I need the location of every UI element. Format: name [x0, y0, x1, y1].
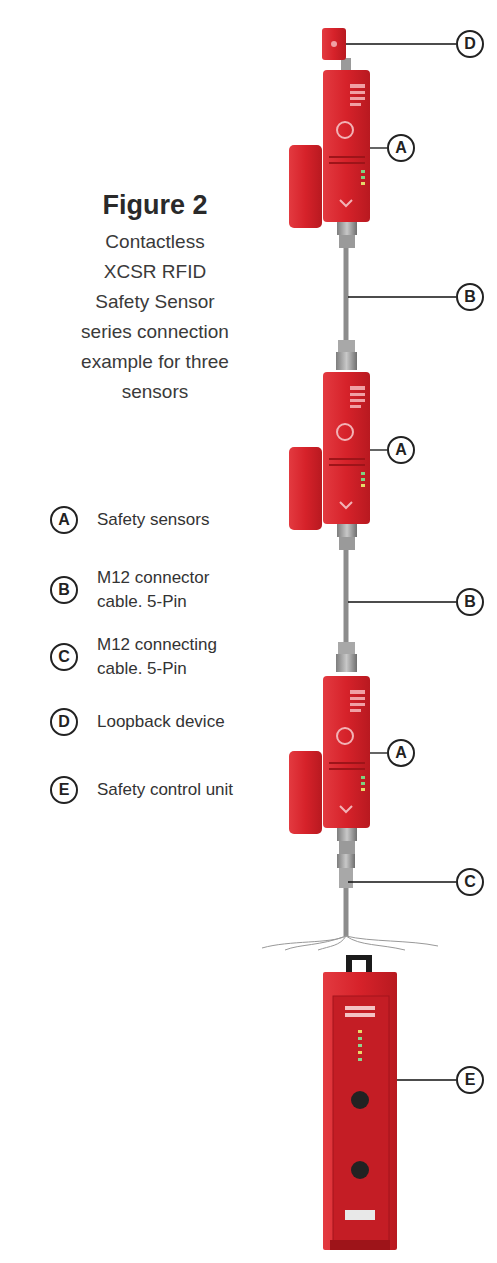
safety-control-unit	[330, 1240, 390, 1250]
legend-text: Safety control unit	[97, 778, 287, 802]
m12-connecting-cable	[337, 854, 355, 868]
callout-letter: D	[50, 708, 78, 736]
legend-text: M12 connecting cable. 5-Pin	[97, 633, 247, 681]
leader-line	[348, 881, 456, 882]
callout-letter: D	[456, 30, 484, 58]
safety-control-unit	[358, 1058, 362, 1061]
m12-connecting-cable	[262, 936, 346, 948]
m12-connecting-cable	[318, 936, 346, 950]
safety-control-unit	[345, 1013, 375, 1017]
safety-control-unit	[351, 1161, 369, 1179]
safety-sensor	[289, 372, 370, 550]
figure-caption: Contactless XCSR RFID Safety Sensor seri…	[80, 227, 230, 407]
safety-sensor	[289, 676, 370, 854]
m12-connecting-cable	[262, 854, 438, 950]
safety-control-unit	[358, 1037, 362, 1040]
safety-control-unit	[358, 1051, 362, 1054]
leader-line	[346, 43, 456, 44]
leader-line	[348, 601, 456, 602]
legend-text: Loopback device	[97, 710, 267, 734]
callout-letter: E	[456, 1066, 484, 1094]
safety-sensor	[289, 70, 370, 248]
m12-connecting-cable	[285, 936, 346, 950]
leader-line	[397, 1079, 456, 1080]
callout-letter: A	[387, 134, 415, 162]
leader-line	[370, 752, 387, 753]
leader-line	[348, 296, 456, 297]
m12-connecting-cable	[339, 868, 353, 888]
leader-line	[370, 147, 387, 148]
safety-control-unit	[323, 972, 397, 1250]
callout-letter: C	[50, 643, 78, 671]
loopback-device	[322, 28, 351, 70]
safety-control-unit	[345, 1210, 375, 1220]
safety-control-unit	[323, 955, 397, 1250]
callout-letter: C	[456, 868, 484, 896]
callout-letter: B	[456, 588, 484, 616]
safety-control-unit	[352, 960, 366, 972]
safety-control-unit	[351, 1091, 369, 1109]
callout-letter: B	[50, 576, 78, 604]
m12-connector-cable	[336, 550, 357, 672]
safety-control-unit	[358, 1030, 362, 1033]
safety-control-unit	[358, 1044, 362, 1047]
figure-title: Figure 2	[85, 190, 225, 221]
callout-letter: A	[387, 739, 415, 767]
leader-line	[370, 449, 387, 450]
callout-letter: A	[387, 436, 415, 464]
legend-text: M12 connector cable. 5-Pin	[97, 566, 247, 614]
loopback-device	[322, 28, 346, 60]
legend-text: Safety sensors	[97, 508, 267, 532]
callout-letter: A	[50, 506, 78, 534]
callout-letter: E	[50, 776, 78, 804]
safety-control-unit	[345, 1006, 375, 1010]
safety-control-unit	[333, 996, 389, 1244]
callout-letter: B	[456, 283, 484, 311]
leader-line	[346, 44, 456, 1080]
m12-connecting-cable	[346, 936, 438, 946]
m12-connecting-cable	[344, 888, 349, 936]
loopback-device	[331, 41, 337, 47]
m12-connector-cable	[336, 248, 357, 370]
